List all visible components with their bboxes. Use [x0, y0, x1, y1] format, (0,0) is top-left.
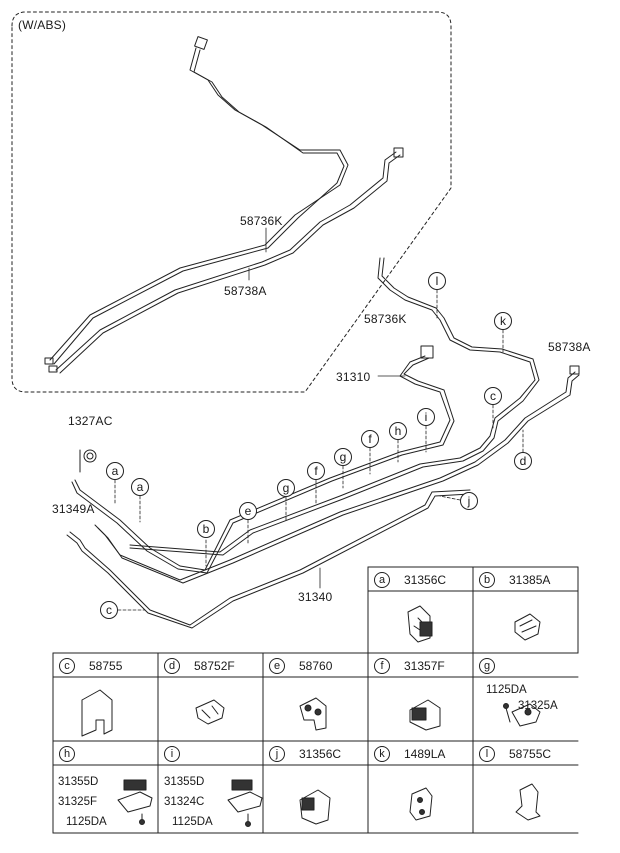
legend-h-sub1: 31355D — [58, 776, 99, 788]
legend-grid — [52, 566, 579, 834]
part-sketch-b — [514, 613, 541, 641]
callout-f-upper: f — [361, 430, 379, 448]
part-label-58736K-abs: 58736K — [240, 214, 283, 228]
part-sketch-j — [299, 789, 331, 825]
callout-a-left: a — [106, 462, 124, 480]
legend-b-letter: b — [479, 572, 495, 588]
part-sketch-f — [409, 699, 441, 731]
legend-i-letter: i — [164, 746, 180, 762]
brake-tube-58736K — [129, 257, 540, 556]
legend-i-sub2: 31324C — [164, 796, 205, 808]
callout-j: j — [460, 492, 478, 510]
legend-a-code: 31356C — [404, 573, 447, 587]
part-label-58738A-abs: 58738A — [224, 284, 267, 298]
legend-c-code: 58755 — [89, 659, 123, 673]
abs-brake-tube-lower — [48, 147, 404, 374]
legend-g-sub2: 31325A — [518, 700, 558, 712]
callout-g-upper: g — [334, 448, 352, 466]
legend-i-sub3: 1125DA — [172, 816, 213, 828]
part-sketch-k — [409, 787, 433, 821]
legend-a-letter: a — [374, 572, 390, 588]
legend-d-letter: d — [164, 658, 180, 674]
brake-tube-31340 — [66, 489, 471, 629]
legend-e-letter: e — [269, 658, 285, 674]
part-sketch-d — [195, 699, 225, 725]
abs-brake-tube-upper — [44, 36, 349, 365]
callout-i: i — [417, 408, 435, 426]
part-sketch-c — [81, 689, 113, 737]
legend-h-sub3: 1125DA — [66, 816, 107, 828]
legend-k-letter: k — [374, 746, 390, 762]
legend-i-sub1: 31355D — [164, 776, 205, 788]
callout-leaders — [114, 289, 524, 611]
part-label-31340: 31340 — [298, 590, 333, 604]
legend-k-code: 1489LA — [404, 747, 446, 761]
legend-j-letter: j — [269, 746, 285, 762]
callout-b: b — [197, 520, 215, 538]
callout-g-lower: g — [277, 479, 295, 497]
part-sketch-i — [227, 779, 263, 827]
legend-f-code: 31357F — [404, 659, 445, 673]
legend-h-letter: h — [59, 746, 75, 762]
callout-e: e — [239, 502, 257, 520]
part-sketch-l — [515, 783, 541, 821]
callout-h: h — [389, 422, 407, 440]
part-label-58738A: 58738A — [548, 340, 591, 354]
legend-l-letter: l — [479, 746, 495, 762]
brake-tube-31310 — [71, 345, 455, 574]
part-label-31349A: 31349A — [52, 502, 95, 516]
abs-box-label: (W/ABS) — [18, 18, 67, 32]
part-sketch-h — [117, 779, 153, 825]
part-sketch-a — [407, 605, 433, 643]
legend-f-letter: f — [374, 658, 390, 674]
callout-c-upper: c — [484, 387, 502, 405]
callout-k: k — [494, 312, 512, 330]
legend-g-sub1: 1125DA — [486, 684, 527, 696]
brake-tube-58738A — [94, 365, 580, 584]
abs-dashed-boundary — [11, 11, 452, 393]
legend-j-code: 31356C — [299, 747, 342, 761]
callout-a-right: a — [131, 478, 149, 496]
legend-d-code: 58752F — [194, 659, 235, 673]
clip-1327AC — [79, 449, 97, 473]
callout-c-lower: c — [100, 601, 118, 619]
part-label-58736K: 58736K — [364, 312, 407, 326]
legend-h-sub2: 31325F — [58, 796, 98, 808]
callout-f-lower: f — [307, 462, 325, 480]
part-sketch-e — [299, 697, 327, 731]
legend-l-code: 58755C — [509, 747, 552, 761]
legend-g-letter: g — [479, 658, 495, 674]
legend-b-code: 31385A — [509, 573, 551, 587]
part-label-31310: 31310 — [336, 370, 371, 384]
part-sketch-g — [503, 703, 541, 727]
callout-d: d — [514, 452, 532, 470]
legend-e-code: 58760 — [299, 659, 333, 673]
legend-c-letter: c — [59, 658, 75, 674]
callout-l: l — [428, 272, 446, 290]
part-label-1327AC: 1327AC — [68, 414, 113, 428]
